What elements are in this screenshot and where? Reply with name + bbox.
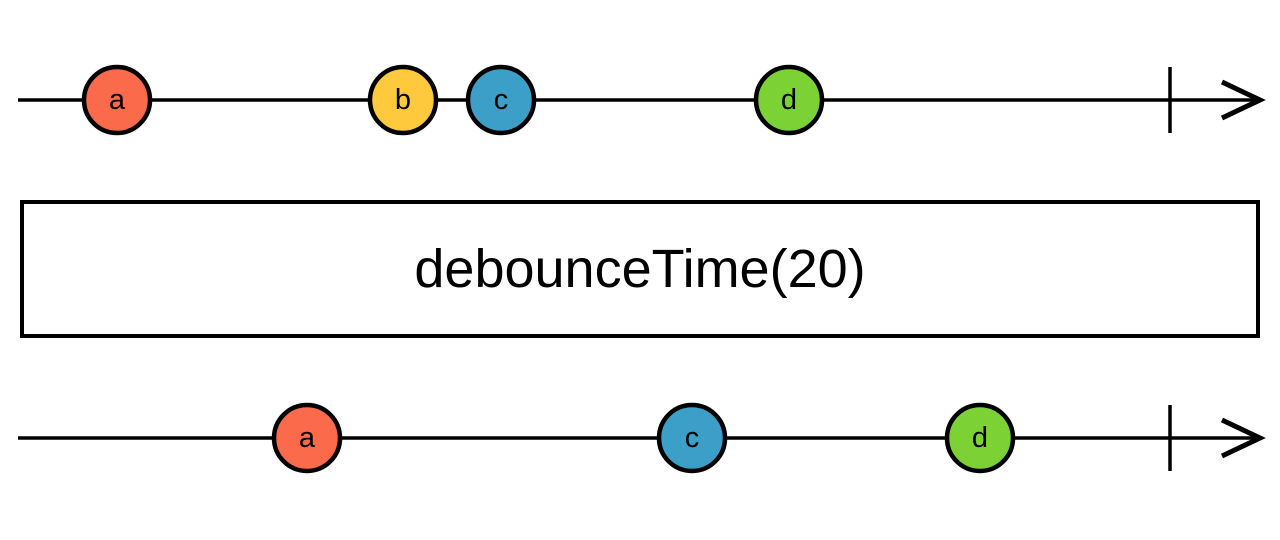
operator-box: debounceTime(20) xyxy=(20,200,1260,338)
input-stream: a b c d xyxy=(18,64,1266,136)
marble-c: c xyxy=(465,64,537,136)
marble-d: d xyxy=(944,402,1016,474)
marble-label: a xyxy=(299,422,316,454)
marble-a: a xyxy=(271,402,343,474)
marble-b: b xyxy=(367,64,439,136)
marble-circle xyxy=(753,64,825,136)
marble-circle xyxy=(656,402,728,474)
marble-label: c xyxy=(685,422,700,454)
marble-label: d xyxy=(972,422,988,454)
marble-d: d xyxy=(753,64,825,136)
marble-circle xyxy=(367,64,439,136)
marble-c: c xyxy=(656,402,728,474)
arrow-head-icon xyxy=(1220,79,1266,121)
marble-label: b xyxy=(395,84,411,116)
marble-label: c xyxy=(494,84,509,116)
marble-circle xyxy=(271,402,343,474)
marble-circle xyxy=(465,64,537,136)
marble-a: a xyxy=(81,64,153,136)
operator-label: debounceTime(20) xyxy=(414,239,866,299)
marble-circle xyxy=(944,402,1016,474)
marble-label: a xyxy=(109,84,126,116)
arrow-head-icon xyxy=(1220,417,1266,459)
marble-circle xyxy=(81,64,153,136)
marble-label: d xyxy=(781,84,797,116)
